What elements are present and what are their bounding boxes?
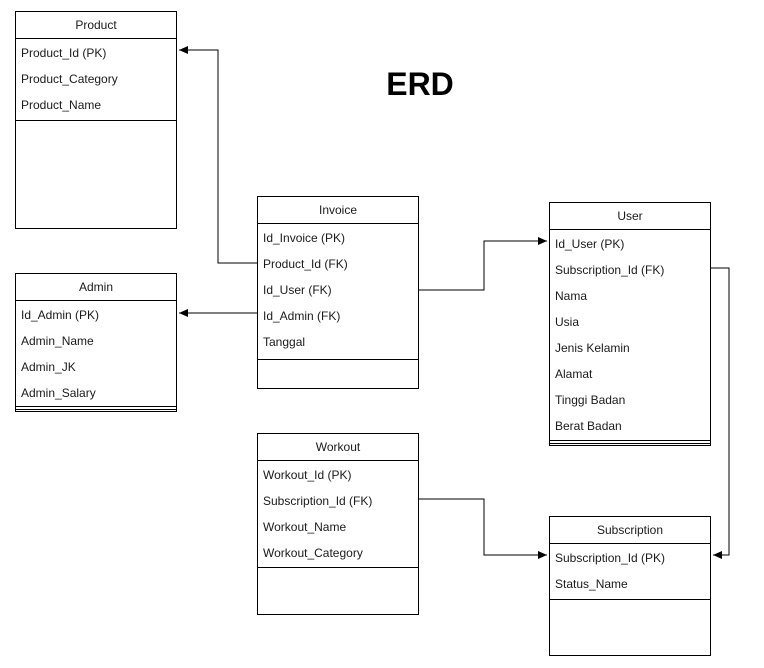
field-id-user[interactable]: Id_User (PK) — [555, 237, 625, 251]
entity-subscription[interactable]: Subscription Subscription_Id (PK) Status… — [549, 516, 711, 656]
field-subscription-id[interactable]: Subscription_Id (PK) — [555, 551, 666, 565]
connector-workout-subscription — [419, 498, 547, 559]
section-divider — [16, 406, 176, 407]
field-workout-id[interactable]: Workout_Id (PK) — [263, 468, 352, 482]
field-alamat[interactable]: Alamat — [555, 367, 593, 381]
field-admin-jk[interactable]: Admin_JK — [21, 360, 76, 374]
entity-header: Workout — [258, 434, 418, 461]
diagram-title: ERD — [386, 66, 454, 102]
field-workout-name[interactable]: Workout_Name — [263, 520, 347, 534]
entity-header: Invoice — [258, 197, 418, 224]
section-divider — [258, 359, 418, 360]
field-product-id-fk[interactable]: Product_Id (FK) — [263, 257, 348, 271]
entity-header: Admin — [16, 274, 176, 301]
entity-admin[interactable]: Admin Id_Admin (PK) Admin_Name Admin_JK … — [15, 273, 177, 412]
entity-header: User — [550, 203, 710, 230]
field-tanggal[interactable]: Tanggal — [263, 335, 306, 349]
entity-workout[interactable]: Workout Workout_Id (PK) Subscription_Id … — [257, 433, 419, 615]
field-subscription-id-fk[interactable]: Subscription_Id (FK) — [555, 263, 665, 277]
entity-invoice[interactable]: Invoice Id_Invoice (PK) Product_Id (FK) … — [257, 196, 419, 389]
field-product-id[interactable]: Product_Id (PK) — [21, 46, 107, 60]
connector-user-subscription — [711, 267, 730, 559]
field-status-name[interactable]: Status_Name — [555, 577, 628, 591]
field-usia[interactable]: Usia — [555, 315, 580, 329]
field-subscription-id-fk[interactable]: Subscription_Id (FK) — [263, 494, 373, 508]
section-divider — [16, 120, 176, 121]
connector-invoice-product — [179, 46, 257, 264]
field-product-category[interactable]: Product_Category — [21, 72, 118, 86]
section-divider — [258, 567, 418, 568]
section-divider — [550, 599, 710, 600]
field-admin-salary[interactable]: Admin_Salary — [21, 386, 96, 400]
section-divider — [16, 409, 176, 410]
entity-product[interactable]: Product Product_Id (PK) Product_Category… — [15, 11, 177, 229]
section-divider — [550, 440, 710, 441]
field-jenis-kelamin[interactable]: Jenis Kelamin — [555, 341, 630, 355]
field-admin-name[interactable]: Admin_Name — [21, 334, 94, 348]
field-product-name[interactable]: Product_Name — [21, 98, 102, 112]
field-workout-category[interactable]: Workout_Category — [263, 546, 363, 560]
field-berat-badan[interactable]: Berat Badan — [555, 419, 622, 433]
field-id-admin[interactable]: Id_Admin (PK) — [21, 308, 100, 322]
entity-header: Product — [16, 12, 176, 39]
field-id-invoice[interactable]: Id_Invoice (PK) — [263, 231, 346, 245]
entity-user[interactable]: User Id_User (PK) Subscription_Id (FK) N… — [549, 202, 711, 446]
entity-header: Subscription — [550, 517, 710, 544]
field-nama[interactable]: Nama — [555, 289, 588, 303]
field-id-user-fk[interactable]: Id_User (FK) — [263, 283, 332, 297]
connector-invoice-user — [419, 237, 547, 291]
field-tinggi-badan[interactable]: Tinggi Badan — [555, 393, 626, 407]
field-id-admin-fk[interactable]: Id_Admin (FK) — [263, 309, 341, 323]
section-divider — [550, 443, 710, 444]
